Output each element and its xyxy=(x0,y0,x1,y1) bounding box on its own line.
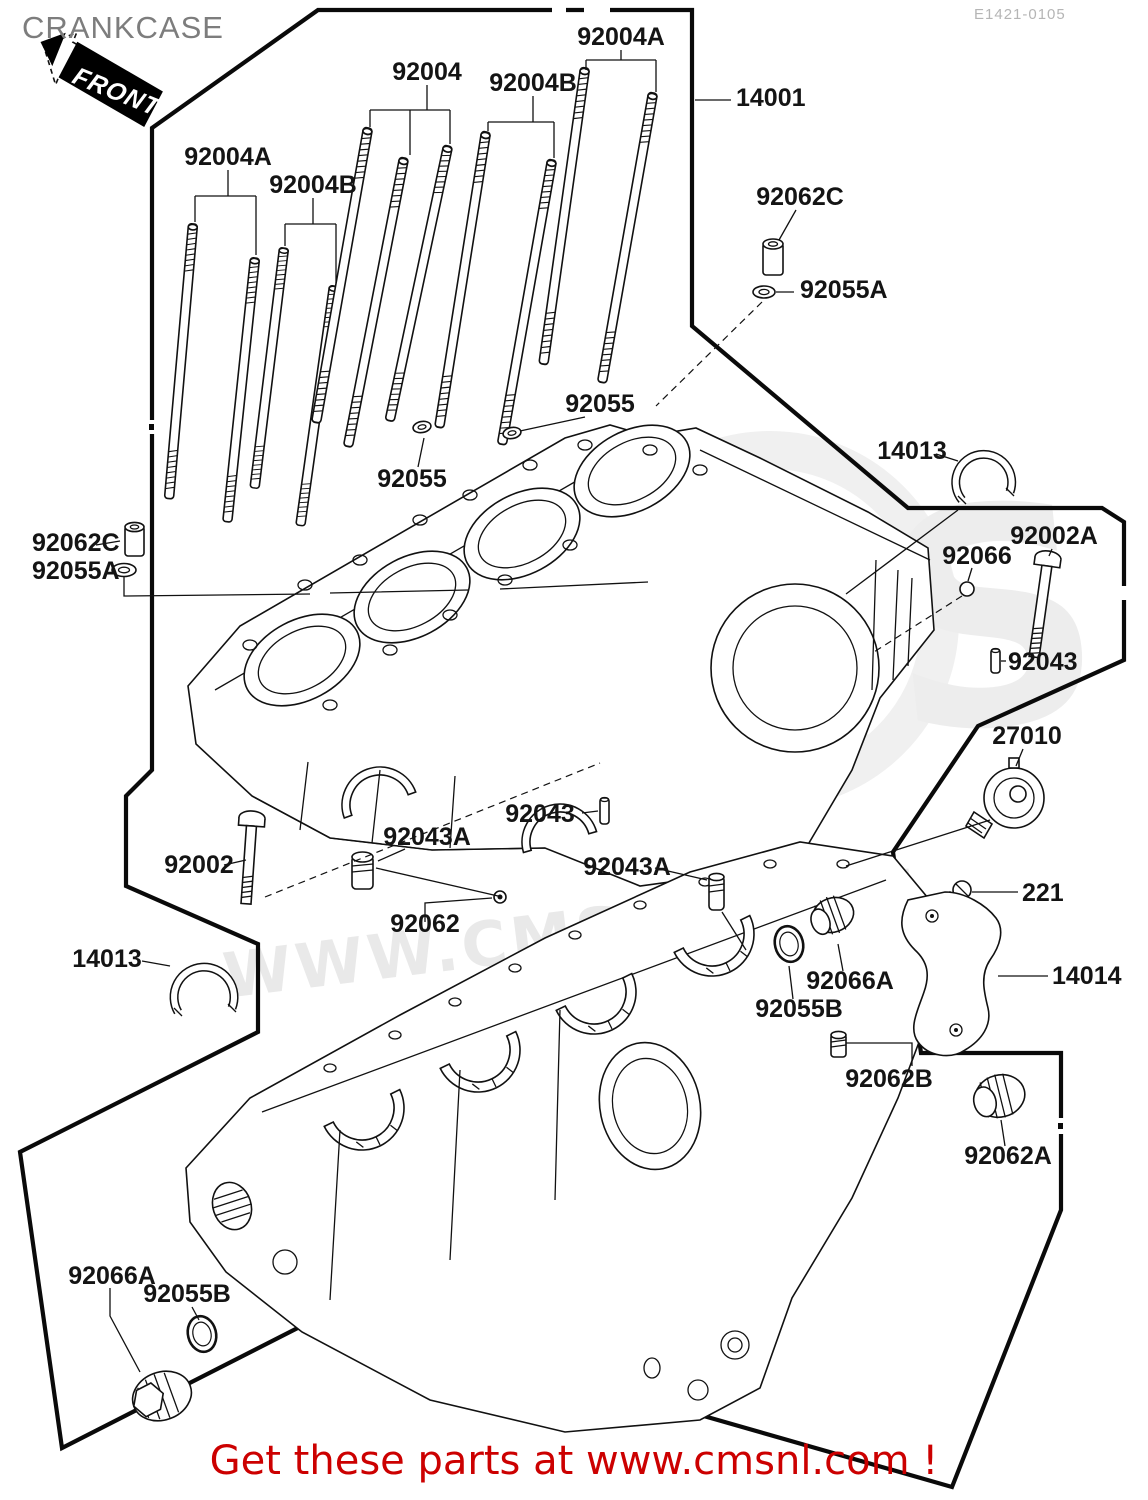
part-label-92043-right: 92043 xyxy=(1008,648,1078,676)
part-label-92002a: 92002A xyxy=(1010,522,1098,550)
oring-92055b-bottom xyxy=(182,1311,222,1357)
ball-92066 xyxy=(959,581,975,597)
part-label-92062c-left: 92062C xyxy=(32,529,120,557)
part-label-92043a-2: 92043A xyxy=(583,853,671,881)
part-label-92002: 92002 xyxy=(164,851,234,879)
leader-lines xyxy=(95,50,1053,1373)
footer-promo-text: Get these parts at www.cmsnl.com ! xyxy=(209,1438,939,1484)
dowel-92043a-2 xyxy=(708,872,725,911)
panel-border xyxy=(17,6,1129,1490)
doc-code: E1421-0105 xyxy=(974,6,1066,23)
part-label-92055a-left: 92055A xyxy=(32,557,120,585)
lower-crankcase-half xyxy=(185,841,934,1433)
upper-bearing-arch xyxy=(521,803,598,854)
front-banner xyxy=(58,41,163,128)
washer-92055-a xyxy=(412,420,432,434)
front-arrow-head-icon xyxy=(40,32,66,67)
cylinder-bores xyxy=(243,424,691,707)
part-label-92066a-right: 92066A xyxy=(806,967,894,995)
bracket-14014 xyxy=(901,891,1002,1057)
part-label-221: 221 xyxy=(1022,879,1064,907)
part-label-92066a-bottom: 92066A xyxy=(68,1262,156,1290)
part-label-92055b-bottom: 92055B xyxy=(143,1280,231,1308)
dowel-92043-right xyxy=(990,647,1001,674)
front-arrow-outline xyxy=(42,31,158,126)
part-labels: 92004A 92004 92004B 14001 92004A 92004B … xyxy=(32,23,1122,1308)
washer-92055a-left xyxy=(111,562,137,578)
page-title: CRANKCASE xyxy=(22,10,224,45)
part-label-92062c-right: 92062C xyxy=(756,183,844,211)
plug-92066a-right xyxy=(810,895,855,936)
part-label-92055b-right: 92055B xyxy=(755,995,843,1023)
bolt-92002 xyxy=(237,810,266,905)
part-label-92004b-mid: 92004B xyxy=(489,69,577,97)
plug-92062c-right xyxy=(762,238,784,276)
washer-92055a-right xyxy=(752,285,776,299)
plug-92062c-left xyxy=(124,521,145,557)
part-label-92043-mid: 92043 xyxy=(505,800,575,828)
dowel-92043-mid xyxy=(599,796,610,825)
part-label-92055a-right: 92055A xyxy=(800,276,888,304)
part-label-92062: 92062 xyxy=(390,910,460,938)
part-label-92043a-1: 92043A xyxy=(383,823,471,851)
part-label-92062a: 92062A xyxy=(964,1142,1052,1170)
part-label-92055-1: 92055 xyxy=(565,390,635,418)
deck-bolt-holes xyxy=(242,439,708,711)
nipple-92062 xyxy=(493,890,507,904)
drain-plug-92066a-bottom xyxy=(131,1370,193,1422)
part-label-92055-2: 92055 xyxy=(377,465,447,493)
bolt-92002a xyxy=(1028,550,1062,659)
lower-case-opening xyxy=(598,1041,702,1171)
part-label-14001: 14001 xyxy=(736,84,806,112)
plug-92062a xyxy=(972,1073,1026,1119)
part-label-14013-top: 14013 xyxy=(877,437,947,465)
half-ring-14013-left xyxy=(169,962,239,1017)
dowel-92043a-1 xyxy=(351,851,374,890)
part-label-92004a-top: 92004A xyxy=(577,23,665,51)
upper-bearing-arch xyxy=(341,766,417,820)
part-label-14013-left: 14013 xyxy=(72,945,142,973)
part-label-92062b: 92062B xyxy=(845,1065,933,1093)
clutch-opening xyxy=(710,583,880,753)
part-label-92066: 92066 xyxy=(942,542,1012,570)
part-label-14014: 14014 xyxy=(1052,962,1122,990)
plug-92062b xyxy=(830,1030,847,1058)
part-label-92004: 92004 xyxy=(392,58,462,86)
upper-crankcase-half xyxy=(187,424,935,887)
washer-92055-b xyxy=(502,426,522,440)
part-label-27010: 27010 xyxy=(992,722,1062,750)
part-label-92004b-left: 92004B xyxy=(269,171,357,199)
half-ring-14013-top xyxy=(951,449,1017,505)
part-label-92004a-left: 92004A xyxy=(184,143,272,171)
threaded-boss xyxy=(211,1181,253,1231)
